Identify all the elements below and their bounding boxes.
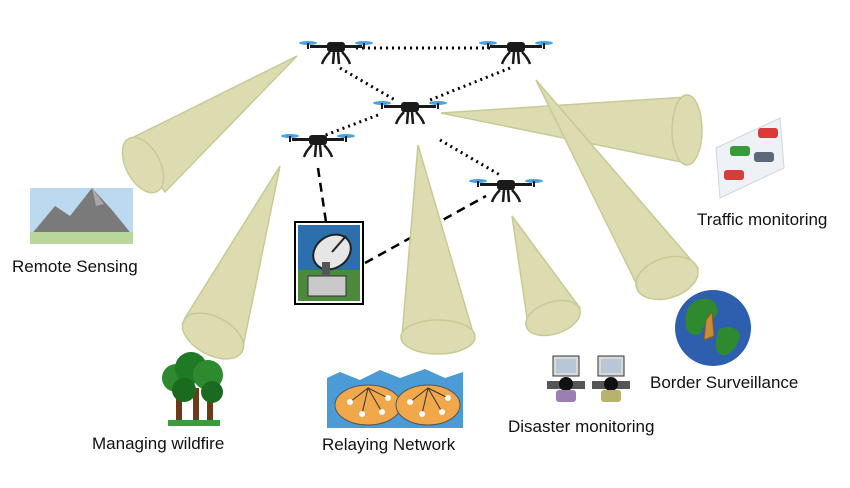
cone-wildfire (181, 165, 281, 360)
mountain-icon (30, 188, 133, 244)
link-right-center (429, 66, 511, 102)
ground-links (316, 167, 487, 265)
label-disaster-monitoring: Disaster monitoring (508, 417, 655, 436)
drone-icon (297, 39, 375, 66)
cars-icon (715, 117, 785, 199)
sensing-cones (121, 55, 703, 360)
drone-icon (477, 39, 555, 66)
label-traffic-monitoring: Traffic monitoring (697, 210, 828, 229)
globe-icon (675, 290, 751, 366)
trees-icon (162, 352, 223, 426)
label-relaying-network: Relaying Network (322, 435, 456, 454)
ground-station-icon (294, 221, 364, 305)
label-remote-sensing: Remote Sensing (12, 257, 138, 276)
drone-icon (279, 132, 357, 159)
drone-icon (467, 177, 545, 204)
cone-remote-sensing (121, 55, 298, 194)
label-border-surveillance: Border Surveillance (650, 373, 799, 392)
cone-relay (400, 144, 476, 355)
link-station-drone-right (364, 194, 487, 265)
drone-links (317, 46, 511, 177)
label-managing-wildfire: Managing wildfire (92, 434, 225, 453)
link-center-lowright (439, 138, 501, 177)
cone-border (535, 79, 700, 301)
cone-disaster (511, 215, 582, 337)
network-map-icon (327, 369, 463, 428)
link-left-center (339, 66, 396, 102)
computer-operator-icon (547, 355, 630, 402)
drone-icon (371, 99, 449, 126)
link-station-drone-left (316, 167, 328, 223)
